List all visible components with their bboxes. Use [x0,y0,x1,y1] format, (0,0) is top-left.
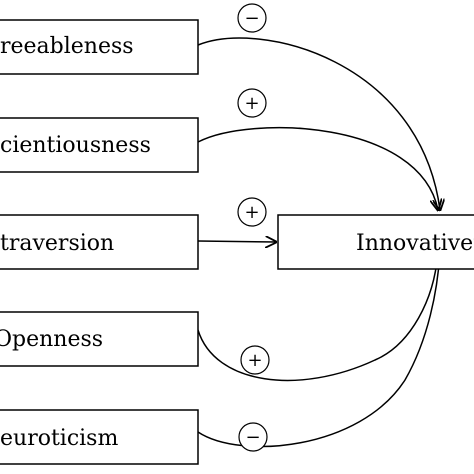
sign-label: + [244,93,259,114]
sign-badge-neuroticism: − [238,422,268,452]
sign-label: − [245,427,260,448]
edge-neuroticism-innovativeness [197,250,440,448]
node-conscientiousness: cientiousness [0,117,199,173]
sign-badge-extraversion: + [237,197,267,227]
node-label: euroticism [0,426,118,451]
node-neuroticism: euroticism [0,409,199,465]
edge-openness-innovativeness [197,250,438,382]
node-agreeableness: reeableness [0,19,199,75]
node-extraversion: traversion [0,214,199,270]
node-innovativeness: Innovativen [277,214,474,270]
node-label: reeableness [0,34,134,59]
sign-label: + [244,202,259,223]
edge-agreeableness-innovativeness [197,37,440,210]
node-label: Innovativen [356,231,474,256]
sign-label: − [244,8,259,29]
sign-badge-conscientiousness: + [237,88,267,118]
sign-label: + [247,350,262,371]
sign-badge-openness: + [240,345,270,375]
node-label: cientiousness [0,133,151,158]
edge-extraversion-innovativeness [197,241,276,242]
edge-conscientiousness-innovativeness [197,126,438,210]
node-openness: Openness [0,311,199,367]
node-label: traversion [0,231,114,256]
sign-badge-agreeableness: − [237,3,267,33]
node-label: Openness [0,327,103,352]
